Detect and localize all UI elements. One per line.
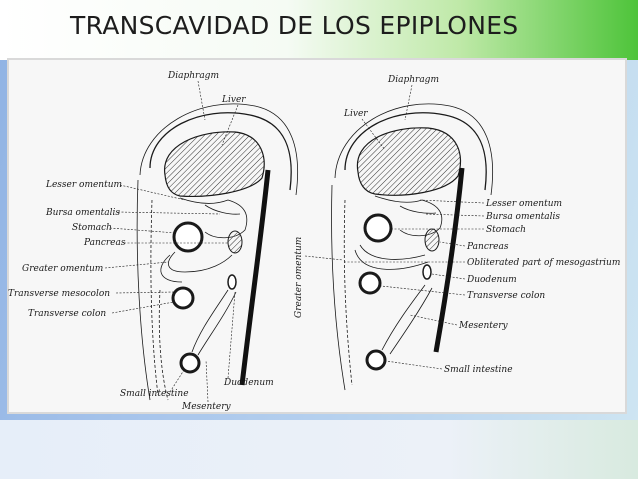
left-label-mesentery: Mesentery xyxy=(181,402,232,412)
right-label-liver: Liver xyxy=(343,109,368,119)
left-label-small-intestine: Small intestine xyxy=(120,389,189,399)
right-stomach-shape xyxy=(363,213,393,243)
right-label-diaphragm: Diaphragm xyxy=(387,75,439,85)
left-transverse-colon-shape xyxy=(171,286,195,310)
left-stomach-shape xyxy=(172,221,204,253)
title-bar: TRANSCAVIDAD DE LOS EPIPLONES xyxy=(0,0,638,60)
right-label-duodenum: Duodenum xyxy=(466,275,517,285)
right-label-transverse-colon: Transverse colon xyxy=(467,291,545,301)
anatomy-figure-frame xyxy=(7,58,627,414)
right-liver-shape xyxy=(356,127,462,196)
right-label-obliterated-mesogastrium: Obliterated part of mesogastrium xyxy=(467,258,620,268)
right-diagram: Diaphragm Liver Greater omentum Lesser o… xyxy=(294,75,620,391)
slide-title: TRANSCAVIDAD DE LOS EPIPLONES xyxy=(70,11,519,40)
left-posterior-wall xyxy=(239,169,271,386)
left-label-stomach: Stomach xyxy=(72,223,112,233)
right-label-pancreas: Pancreas xyxy=(466,242,509,252)
right-label-mesentery: Mesentery xyxy=(458,321,509,331)
right-label-stomach: Stomach xyxy=(486,225,526,235)
left-label-pancreas: Pancreas xyxy=(83,238,126,248)
right-label-bursa-omentalis: Bursa omentalis xyxy=(485,212,560,222)
left-liver-shape xyxy=(164,131,265,197)
left-label-transverse-mesocolon: Transverse mesocolon xyxy=(8,289,110,299)
left-label-diaphragm: Diaphragm xyxy=(167,71,219,81)
right-duodenum-shape xyxy=(422,264,432,280)
left-label-lesser-omentum: Lesser omentum xyxy=(45,180,122,190)
slide-bottom-band xyxy=(0,420,638,479)
left-label-transverse-colon: Transverse colon xyxy=(28,309,106,319)
left-pancreas-shape xyxy=(227,230,243,254)
left-diagram: Diaphragm Liver Lesser omentum Bursa ome… xyxy=(8,71,299,412)
left-label-greater-omentum: Greater omentum xyxy=(22,264,103,274)
right-label-lesser-omentum: Lesser omentum xyxy=(485,199,562,209)
left-label-liver: Liver xyxy=(221,95,246,105)
right-label-small-intestine: Small intestine xyxy=(444,365,513,375)
left-small-intestine-shape xyxy=(179,352,201,374)
left-duodenum-shape xyxy=(227,274,237,290)
right-transverse-colon-shape xyxy=(358,271,382,295)
left-label-duodenum: Duodenum xyxy=(223,378,274,388)
right-pancreas-shape xyxy=(424,228,440,252)
right-small-intestine-shape xyxy=(365,349,387,371)
left-label-bursa-omentalis: Bursa omentalis xyxy=(45,208,120,218)
right-label-greater-omentum: Greater omentum xyxy=(294,237,304,318)
